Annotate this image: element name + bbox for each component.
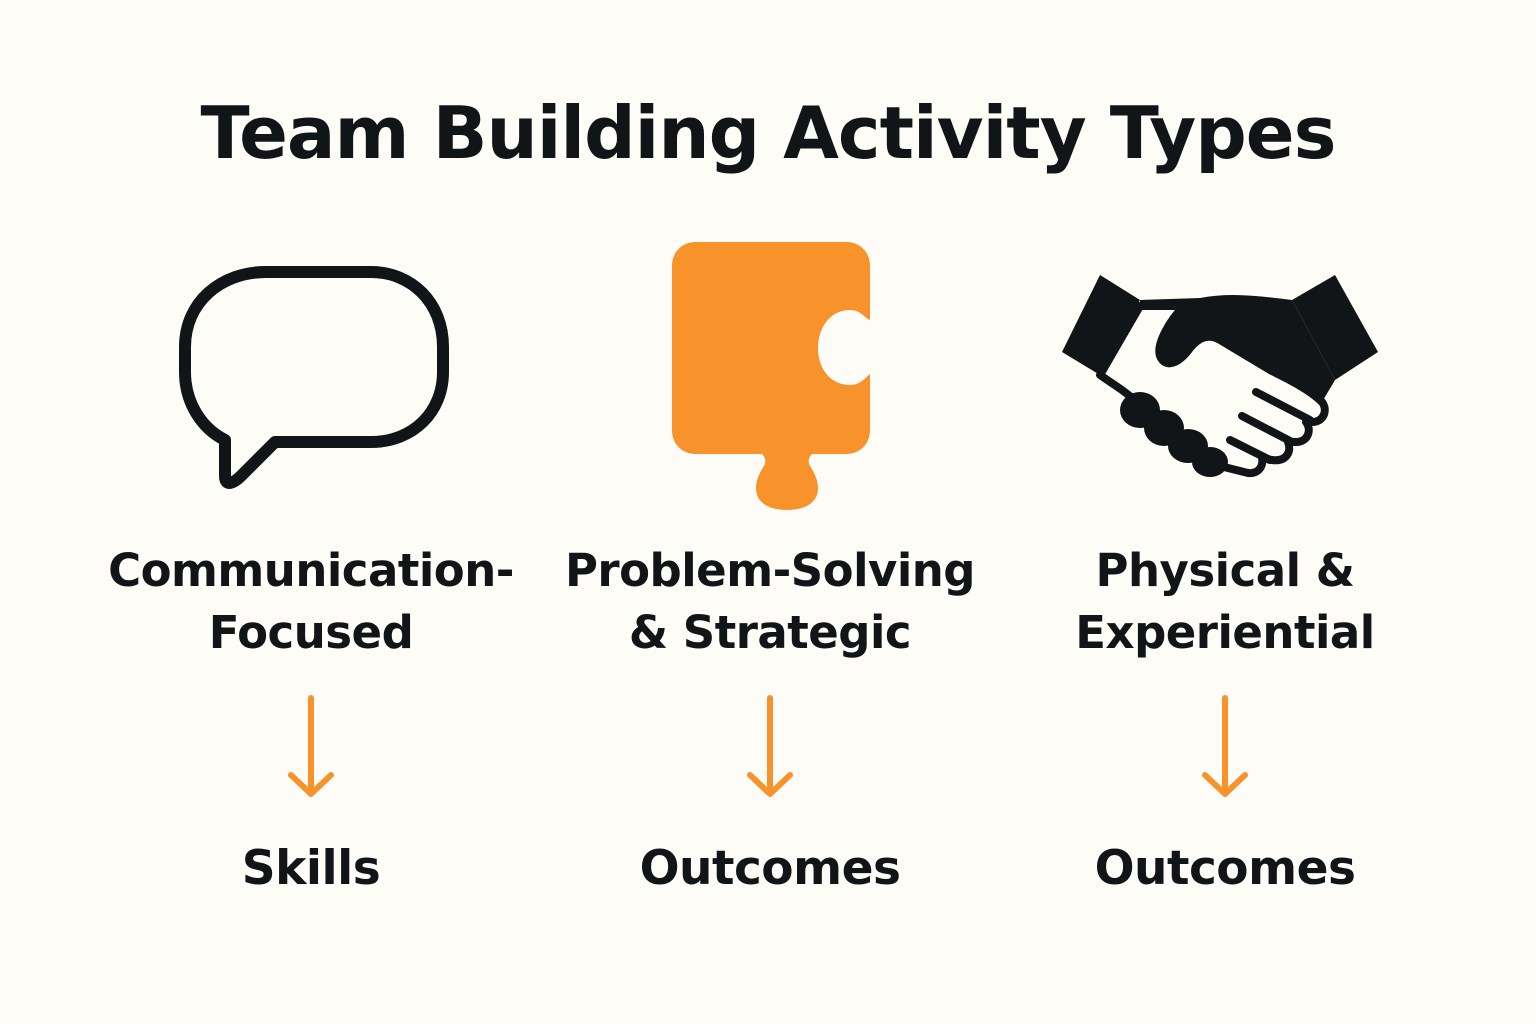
category-label: Problem-Solving & Strategic [564, 544, 976, 659]
speech-bubble-icon [179, 266, 449, 489]
column-problem-solving: Problem-Solving & Strategic Outcomes [540, 0, 1000, 1024]
result-label: Skills [241, 841, 381, 896]
result-label: Outcomes [639, 841, 901, 896]
puzzle-piece-icon [672, 242, 870, 510]
arrow-down-icon [288, 695, 334, 797]
column-physical: Physical & Experiential Outcomes [995, 0, 1455, 1024]
category-label: Communication- Focused [108, 544, 514, 659]
column-communication: Communication- Focused Skills [81, 0, 541, 1024]
handshake-icon [1062, 275, 1378, 477]
category-label: Physical & Experiential [1075, 544, 1375, 659]
result-label: Outcomes [1094, 841, 1356, 896]
arrow-down-icon [747, 695, 793, 797]
arrow-down-icon [1202, 695, 1248, 797]
page-title: Team Building Activity Types [200, 91, 1337, 175]
